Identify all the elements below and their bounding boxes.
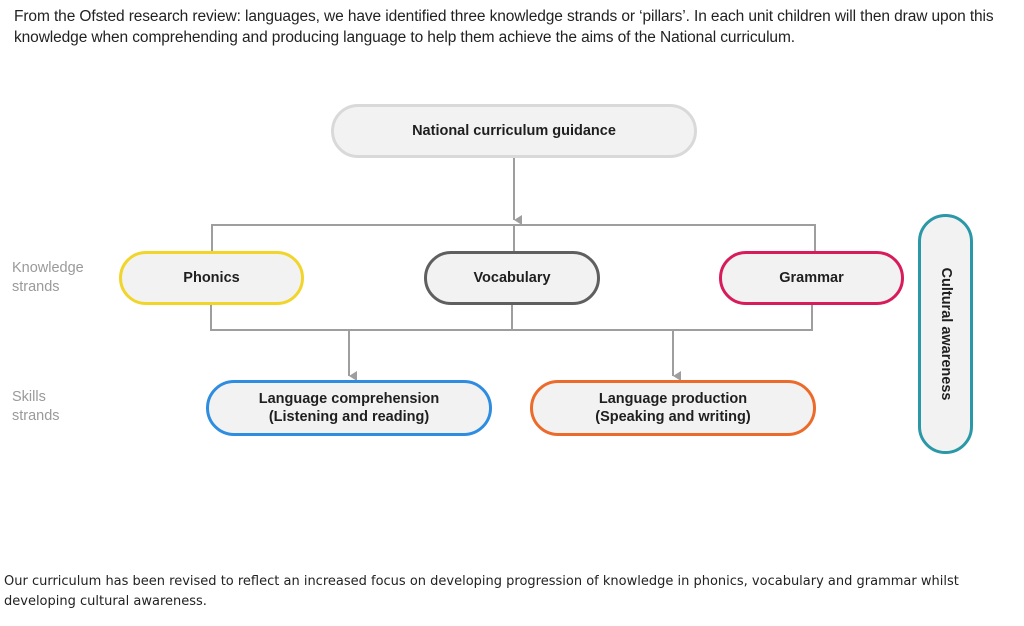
outro-paragraph: Our curriculum has been revised to refle…	[4, 574, 959, 609]
language-comprehension-node: Language comprehension (Listening and re…	[206, 380, 492, 436]
language-production-node: Language production (Speaking and writin…	[530, 380, 816, 436]
cultural-awareness-label: Cultural awareness	[937, 267, 954, 401]
comprehension-title: Language comprehension	[258, 391, 440, 407]
vocabulary-node: Vocabulary	[424, 251, 600, 305]
national-curriculum-label: National curriculum guidance	[412, 123, 616, 139]
phonics-label: Phonics	[183, 270, 240, 286]
national-curriculum-node: National curriculum guidance	[331, 104, 697, 158]
production-subtitle: (Speaking and writing)	[595, 409, 751, 425]
grammar-node: Grammar	[719, 251, 904, 305]
phonics-node: Phonics	[119, 251, 304, 305]
intro-paragraph: From the Ofsted research review: languag…	[14, 8, 994, 46]
cultural-awareness-node: Cultural awareness	[918, 214, 973, 454]
comprehension-subtitle: (Listening and reading)	[268, 409, 430, 425]
skills-strands-label: Skills strands	[12, 389, 60, 424]
knowledge-strands-label: Knowledge strands	[12, 260, 84, 295]
vocabulary-label: Vocabulary	[473, 270, 551, 286]
production-title: Language production	[598, 391, 748, 407]
grammar-label: Grammar	[779, 270, 844, 286]
